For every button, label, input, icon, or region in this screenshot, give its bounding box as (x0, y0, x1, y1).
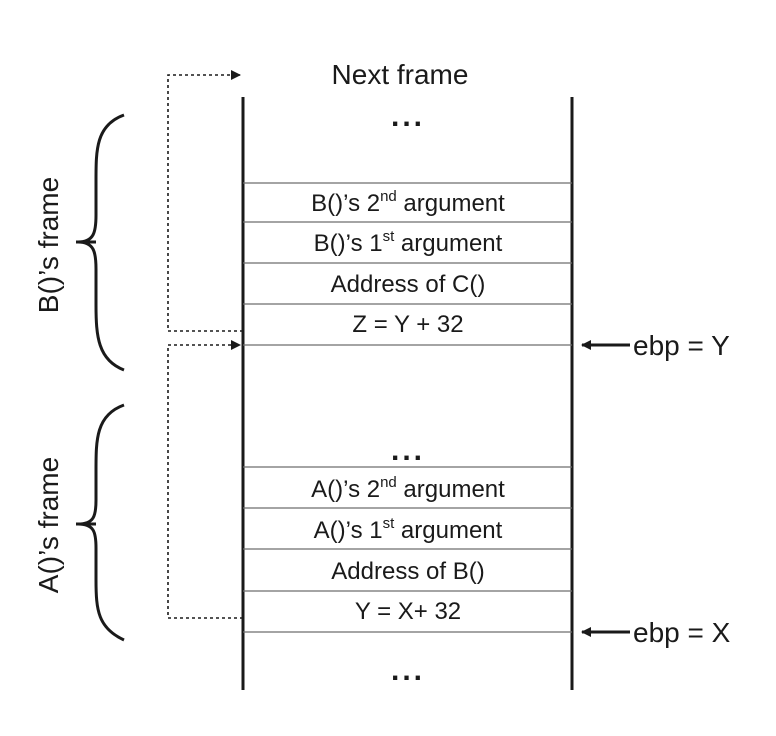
next-frame-label: Next frame (332, 59, 469, 90)
saved-ebp-pointer-a (167, 340, 243, 619)
ebp-x-label: ebp = X (633, 617, 731, 648)
cell-b-arg2: B()’s 2nd argument (311, 188, 505, 217)
b-frame-label: B()’s frame (33, 177, 64, 313)
ebp-y-label: ebp = Y (633, 330, 730, 361)
cell-a-arg2: A()’s 2nd argument (311, 474, 505, 503)
ellipsis-middle: ... (391, 434, 425, 467)
cell-a-arg1: A()’s 1st argument (314, 515, 503, 544)
cell-a-saved-ebp: Y = X+ 32 (355, 598, 461, 625)
cell-a-return-address: Address of B() (331, 558, 484, 585)
cell-b-saved-ebp: Z = Y + 32 (352, 311, 463, 338)
cell-b-arg1: B()’s 1st argument (314, 228, 503, 257)
cell-b-return-address: Address of C() (331, 271, 486, 298)
ellipsis-top: ... (391, 100, 425, 133)
saved-ebp-pointer-b (167, 70, 243, 332)
ellipsis-bottom: ... (391, 654, 425, 687)
a-frame-label: A()’s frame (33, 457, 64, 593)
stack-cell-borders (243, 182, 572, 633)
